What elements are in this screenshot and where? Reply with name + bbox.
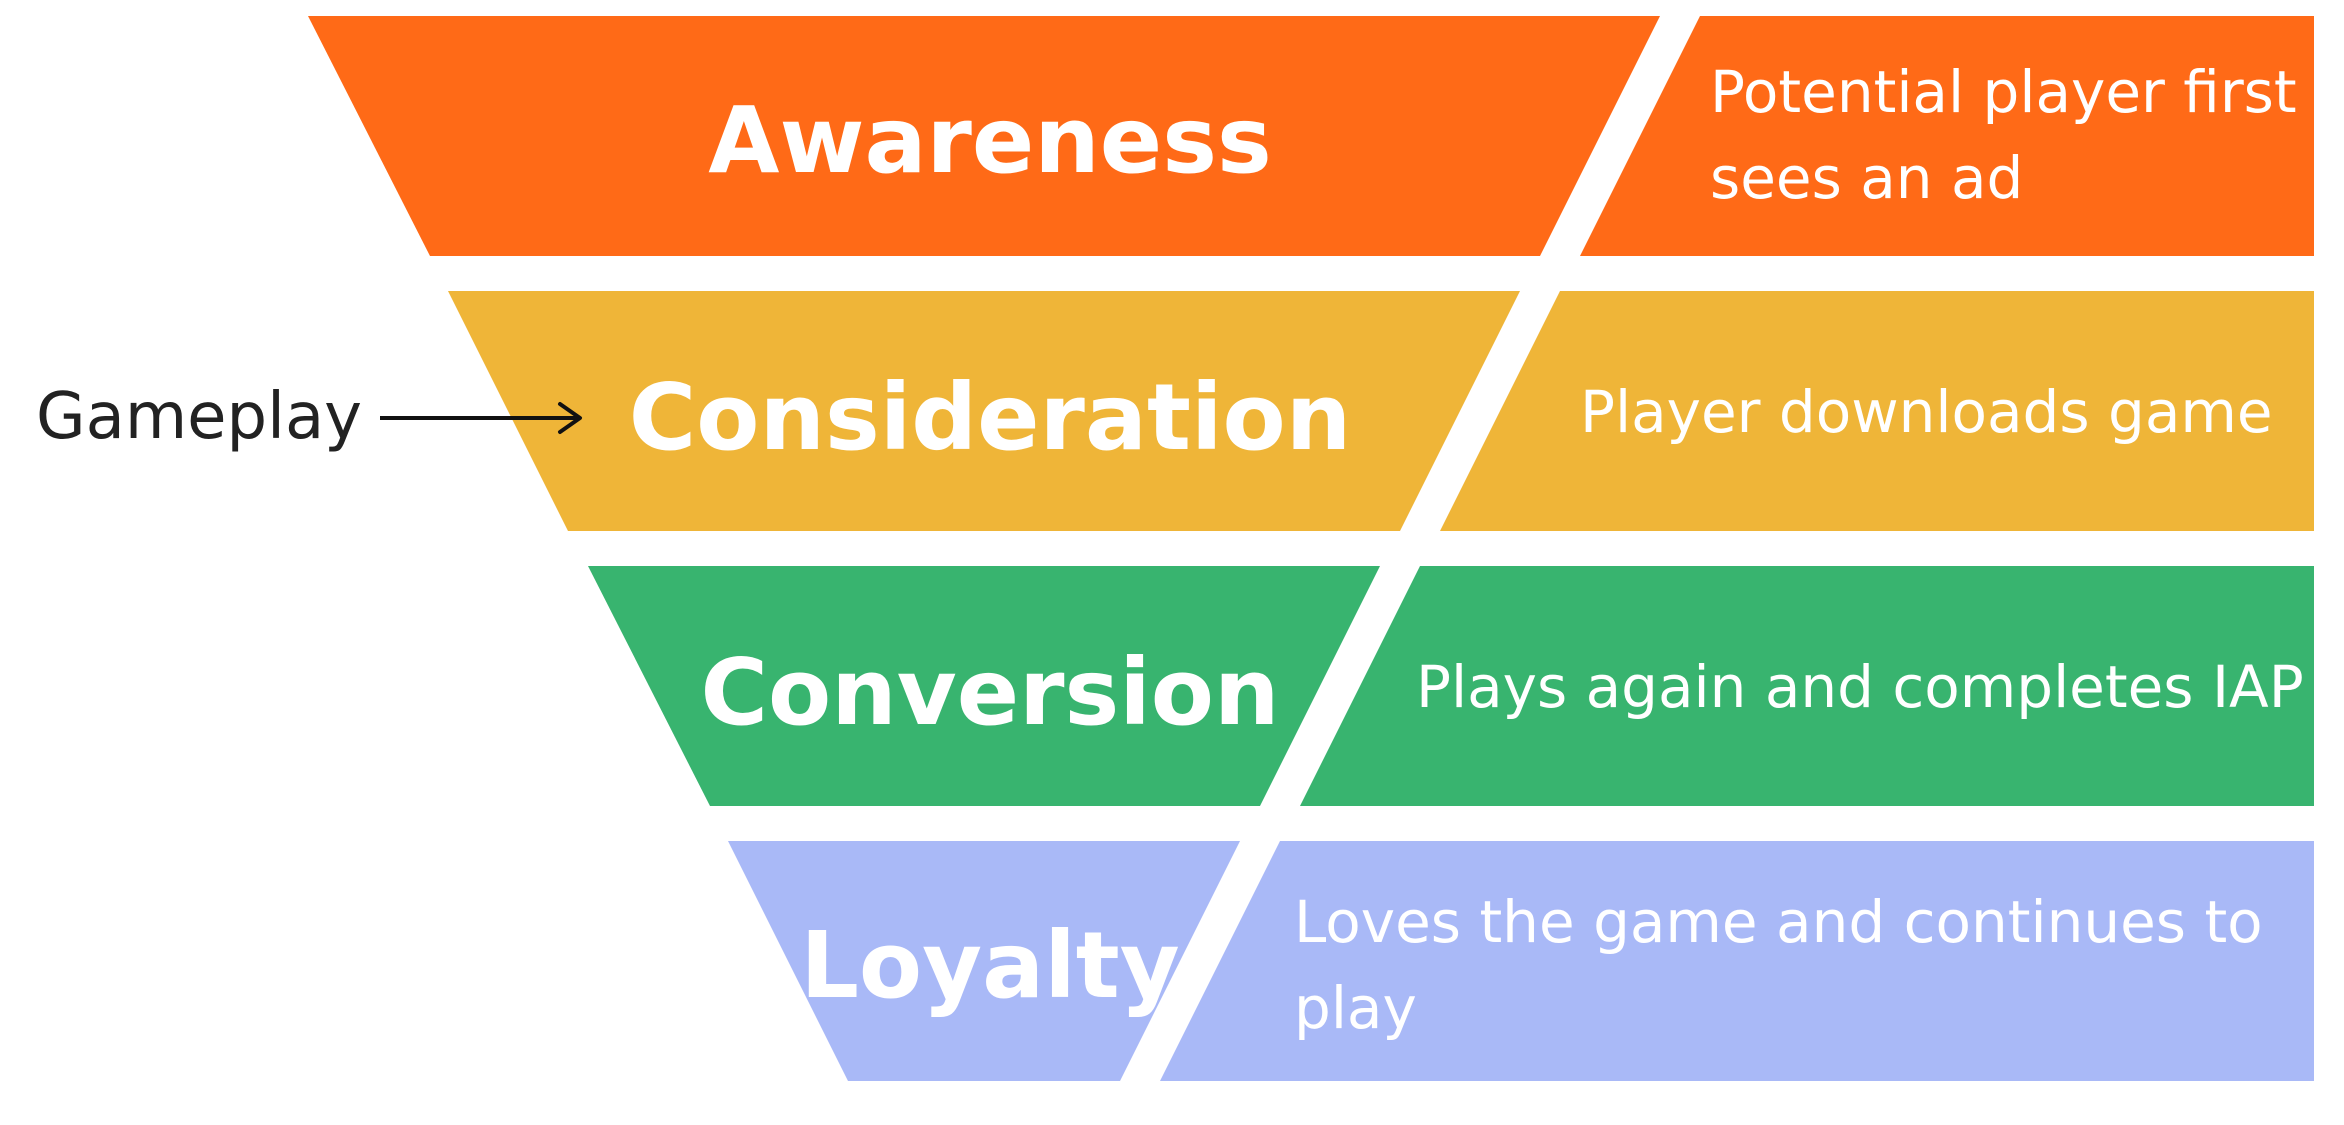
funnel-stage-loyalty: Loyalty Loves the game and continues to … (728, 841, 2314, 1081)
stage-title: Loyalty (800, 912, 1179, 1019)
funnel-stage-conversion: Conversion Plays again and completes IAP (588, 566, 2314, 806)
stage-left-band (448, 291, 1520, 531)
stage-description-line-1: Loves the game and continues to (1294, 888, 2263, 956)
stage-title: Consideration (629, 364, 1351, 471)
stage-title: Awareness (708, 87, 1271, 194)
stage-left-band (728, 841, 1240, 1081)
stage-right-band (1440, 291, 2314, 531)
stage-title: Conversion (701, 639, 1280, 746)
funnel-stage-consideration: Consideration Player downloads game (448, 291, 2314, 531)
stage-right-band (1300, 566, 2314, 806)
stage-description-line-1: Player downloads game (1580, 378, 2273, 446)
stage-description-line-2: play (1294, 974, 1417, 1042)
stage-description-line-1: Plays again and completes IAP (1416, 653, 2304, 721)
stage-right-band (1160, 841, 2314, 1081)
right-arrow-icon (380, 402, 582, 434)
stage-right-band (1580, 16, 2314, 256)
stage-description-line-2: sees an ad (1710, 144, 2023, 212)
gameplay-annotation: Gameplay (36, 380, 582, 454)
stage-description-line-1: Potential player first (1710, 58, 2297, 126)
stage-left-band (308, 16, 1660, 256)
funnel-stage-awareness: Awareness Potential player first sees an… (308, 16, 2314, 256)
stage-left-band (588, 566, 1380, 806)
gameplay-label: Gameplay (36, 380, 362, 454)
